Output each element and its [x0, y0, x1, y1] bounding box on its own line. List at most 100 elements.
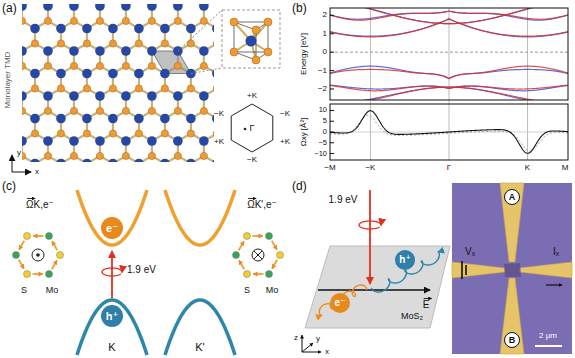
mo-atom	[30, 114, 40, 124]
flake	[504, 263, 521, 277]
tick-label: 0	[323, 48, 327, 56]
axis-arrow	[12, 155, 13, 172]
mo-atom	[108, 69, 118, 79]
axis-arrow	[12, 172, 31, 173]
mo-atom	[160, 159, 170, 162]
hole-trajectory	[372, 252, 440, 292]
valence-band	[77, 300, 147, 355]
mo-atom	[69, 91, 79, 101]
berry-arrow	[52, 260, 57, 269]
material-label: MoS₂	[401, 312, 423, 321]
carrier-label: h⁺	[106, 311, 119, 322]
panel-label: (c)	[2, 180, 16, 192]
tick	[330, 52, 334, 53]
vector-arrow	[424, 298, 432, 299]
axis-label: y	[316, 335, 320, 343]
s-atom	[57, 130, 64, 137]
k-point-label: K	[525, 164, 530, 172]
panel-label: (d)	[292, 180, 307, 192]
berry-arrow	[33, 235, 43, 237]
berry-arrow	[253, 273, 263, 275]
polarization-loop	[102, 268, 122, 276]
s-atom	[57, 85, 64, 92]
mo-atom	[22, 136, 27, 146]
tick	[330, 88, 334, 89]
s-atom	[187, 130, 194, 137]
mo-atom	[212, 159, 214, 162]
hex-atom	[277, 252, 284, 259]
k-point-label: −M	[324, 164, 335, 172]
mo-atom	[95, 91, 105, 101]
curvature-label: ΩK,e⁻	[26, 200, 54, 210]
s-atom	[213, 85, 214, 92]
s-atom	[174, 107, 181, 114]
mo-atom	[56, 159, 66, 162]
berry-arrow	[19, 241, 24, 250]
mo-atom	[69, 4, 79, 11]
mo-atom	[95, 46, 105, 56]
s-atom	[109, 85, 116, 92]
berry-arrow	[33, 273, 43, 275]
mo-atom	[160, 24, 170, 34]
tick-label: −5	[318, 139, 327, 147]
carrier-label: e⁻	[335, 298, 346, 308]
s-atom	[31, 85, 38, 92]
s-atom	[83, 85, 90, 92]
valley-label: K	[108, 342, 115, 353]
inset-s-atom	[230, 18, 238, 26]
curvature-dotted	[330, 115, 568, 151]
electron-trajectory	[319, 285, 366, 315]
s-atom	[148, 152, 155, 159]
cross	[254, 251, 262, 259]
current-label: Iₓ	[553, 247, 559, 257]
band-line	[330, 66, 568, 78]
s-atom	[135, 85, 142, 92]
mo-atom	[199, 46, 209, 56]
prism-edge	[268, 22, 269, 52]
source-plate	[461, 261, 463, 279]
berry-arrow	[272, 260, 277, 269]
s-atom	[70, 152, 77, 159]
plot-frame	[330, 8, 568, 100]
berry-arrow	[272, 241, 277, 250]
mo-atom	[43, 91, 53, 101]
lattice	[22, 4, 214, 162]
hex-atom	[24, 271, 31, 278]
s-atom	[96, 107, 103, 114]
mo-atom	[186, 69, 196, 79]
axis-title: Energy [eV]	[300, 33, 308, 75]
conduction-band	[165, 190, 235, 245]
tick-label: 2	[323, 11, 327, 19]
gold-contact	[500, 278, 524, 354]
tick	[330, 110, 334, 111]
band-plot	[330, 0, 568, 160]
electron-circle: e⁻	[330, 293, 350, 313]
contact-circle: A	[504, 189, 520, 205]
s-atom	[122, 107, 129, 114]
gold-contact	[500, 183, 524, 262]
valley-sketch	[13, 190, 284, 355]
s-atom	[213, 40, 214, 47]
mo-atom	[56, 69, 66, 79]
band-line	[330, 66, 568, 78]
s-atom	[174, 17, 181, 24]
unit-cell	[152, 51, 191, 74]
s-atom	[174, 152, 181, 159]
mo-atom	[22, 91, 27, 101]
carrier-label: h⁺	[399, 255, 410, 265]
band-line	[330, 85, 568, 91]
energy-label: 1.9 eV	[329, 195, 358, 205]
inset-s-atom	[264, 18, 272, 26]
berry-curvature-kp	[233, 232, 284, 277]
mo-atom	[69, 46, 79, 56]
berry-arrow	[52, 241, 57, 250]
unit-cell-inset	[222, 10, 280, 68]
current-arrow	[546, 284, 562, 285]
mo-atom	[147, 46, 157, 56]
s-atom	[161, 85, 168, 92]
tick-label: 1	[323, 30, 327, 38]
axis-arrow	[302, 352, 321, 353]
curvature-label: ΩK',e⁻	[247, 200, 277, 210]
s-atom	[161, 40, 168, 47]
berry-arrow	[253, 235, 263, 237]
